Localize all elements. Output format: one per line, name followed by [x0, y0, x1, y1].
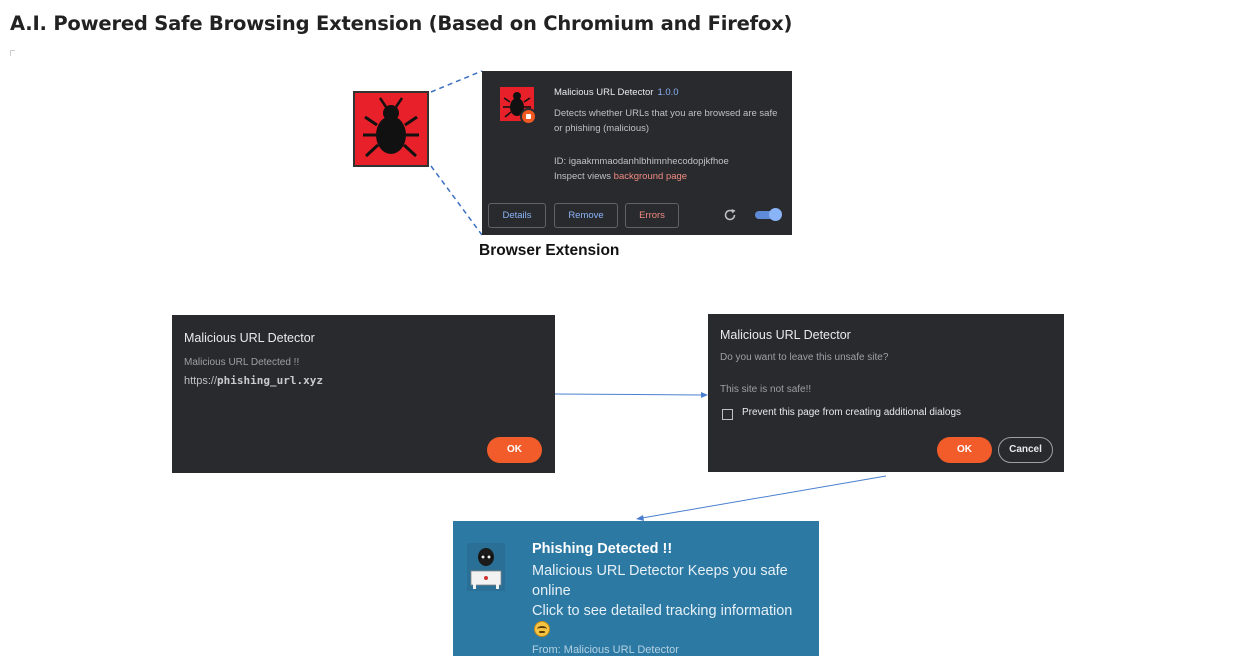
ok-button[interactable]: OK: [487, 437, 542, 463]
flow-arrowhead-1: [701, 392, 708, 398]
errors-button[interactable]: Errors: [625, 203, 679, 228]
toggle-track: [755, 211, 779, 219]
prevent-dialogs-label[interactable]: Prevent this page from creating addition…: [742, 407, 962, 418]
inspect-views-label: Inspect views: [554, 171, 612, 182]
extension-badge-icon: [520, 108, 537, 125]
confirm-dialog-question: Do you want to leave this unsafe site?: [720, 352, 889, 363]
ok-button[interactable]: OK: [937, 437, 992, 463]
notification-line-2: Click to see detailed tracking informati…: [532, 601, 802, 641]
confirm-dialog-title: Malicious URL Detector: [720, 328, 851, 342]
extension-name-label: Malicious URL Detector: [554, 87, 654, 98]
reload-icon[interactable]: [723, 208, 737, 222]
zoom-line-top: [430, 70, 483, 93]
extension-caption: Browser Extension: [479, 242, 620, 259]
extension-id: ID: igaakmmaodanhlbhimnhecodopjkfhoe: [554, 156, 729, 167]
url-domain: phishing_url.xyz: [217, 374, 323, 387]
alert-dialog-url: https://phishing_url.xyz: [184, 374, 323, 387]
corner-mark: [10, 50, 15, 56]
toggle-knob: [769, 208, 782, 221]
flow-arrow-2: [641, 475, 887, 519]
flow-arrow-1: [554, 393, 703, 396]
remove-button[interactable]: Remove: [554, 203, 618, 228]
extension-description: Detects whether URLs that you are browse…: [554, 108, 778, 134]
phishing-notification[interactable]: Phishing Detected !! Malicious URL Detec…: [453, 521, 819, 656]
hacker-icon: [467, 543, 505, 591]
notification-source: From: Malicious URL Detector: [532, 644, 679, 656]
notification-line-1: Malicious URL Detector Keeps you safe on…: [532, 563, 788, 599]
details-button[interactable]: Details: [488, 203, 546, 228]
confirm-dialog: Malicious URL Detector Do you want to le…: [708, 314, 1064, 472]
extension-version: 1.0.0: [657, 87, 679, 98]
bug-icon: [353, 91, 429, 167]
zoom-line-bottom: [430, 165, 483, 236]
grinning-face-icon: [534, 621, 550, 637]
confirm-dialog-warning: This site is not safe!!: [720, 384, 812, 395]
alert-dialog-message: Malicious URL Detected !!: [184, 357, 300, 368]
background-page-link[interactable]: background page: [613, 171, 688, 182]
inspect-views: Inspect views background page: [554, 171, 687, 182]
alert-dialog-title: Malicious URL Detector: [184, 331, 315, 345]
prevent-dialogs-checkbox[interactable]: [722, 409, 733, 420]
cancel-button[interactable]: Cancel: [998, 437, 1053, 463]
url-prefix: https://: [184, 375, 218, 387]
notification-title: Phishing Detected !!: [532, 541, 673, 557]
notification-body: Malicious URL Detector Keeps you safe on…: [532, 561, 802, 641]
enable-toggle[interactable]: [755, 208, 782, 221]
page-title: A.I. Powered Safe Browsing Extension (Ba…: [10, 12, 793, 35]
notification-line-2-text: Click to see detailed tracking informati…: [532, 603, 793, 619]
alert-dialog: Malicious URL Detector Malicious URL Det…: [172, 315, 555, 473]
